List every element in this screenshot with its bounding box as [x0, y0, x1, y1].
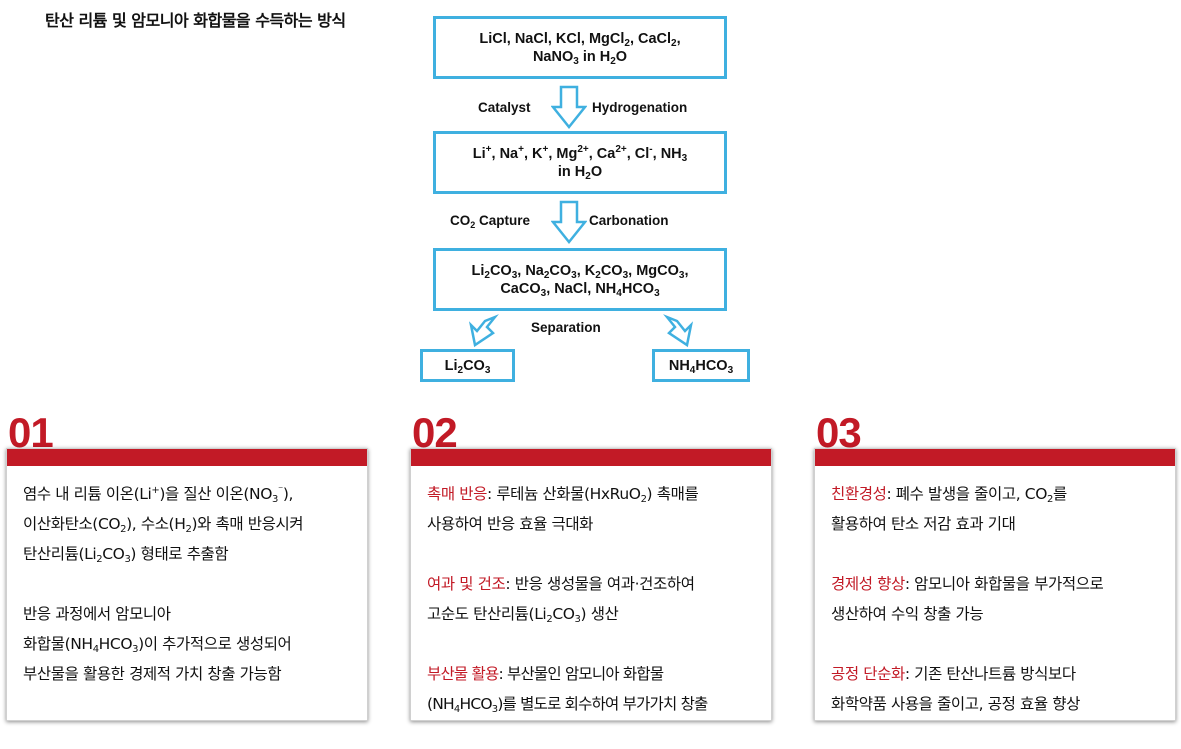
step2-right-label: Carbonation — [589, 213, 669, 228]
card-01-paragraph-2: 반응 과정에서 암모니아 화합물(NH4HCO3)이 추가적으로 생성되어 부산… — [23, 605, 292, 683]
card-02-item-byproduct: 부산물 활용: 부산물인 암모니아 화합물 (NH4HCO3)를 별도로 회수하… — [427, 665, 708, 715]
flow-box-output-nh4hco3: NH4HCO3 — [652, 349, 750, 382]
down-arrow-icon — [551, 200, 587, 244]
card-header-bar — [815, 449, 1175, 466]
card-header-bar — [411, 449, 771, 466]
card-number-03: 03 — [816, 409, 862, 456]
card-02: 촉매 반응: 루테늄 산화물(HxRuO2) 촉매를 사용하여 반응 효율 극대… — [410, 448, 772, 721]
box1-line2: NaNO3 in H2O — [532, 48, 628, 67]
card-03-item-eco: 친환경성: 폐수 발생을 줄이고, CO2를 활용하여 탄소 저감 효과 기대 — [831, 485, 1067, 533]
step3-label: Separation — [531, 320, 601, 335]
step2-left-label: CO2 Capture — [450, 213, 531, 230]
down-left-arrow-icon — [468, 314, 499, 348]
down-right-arrow-icon — [663, 314, 694, 348]
flow-box-output-li2co3: Li2CO3 — [420, 349, 515, 382]
down-arrow-icon — [551, 85, 587, 129]
box2-line2: in H2O — [557, 163, 603, 182]
card-03-item-simplify: 공정 단순화: 기존 탄산나트륨 방식보다 화학약품 사용을 줄이고, 공정 효… — [831, 665, 1080, 713]
card-number-01: 01 — [8, 409, 54, 456]
step1-right-label: Hydrogenation — [592, 100, 688, 115]
flow-box-input-salts: LiCl, NaCl, KCl, MgCl2, CaCl2, NaNO3 in … — [433, 16, 727, 79]
card-02-item-catalyst: 촉매 반응: 루테늄 산화물(HxRuO2) 촉매를 사용하여 반응 효율 극대… — [427, 485, 699, 533]
box3-line1: Li2CO3, Na2CO3, K2CO3, MgCO3, — [471, 262, 689, 281]
card-number-02: 02 — [412, 409, 458, 456]
card-01-paragraph-1: 염수 내 리튬 이온(Li+)을 질산 이온(NO3⁻), 이산화탄소(CO2)… — [23, 485, 304, 565]
card-header-bar — [7, 449, 367, 466]
box2-line1: Li+, Na+, K+, Mg2+, Ca2+, Cl-, NH3 — [472, 143, 688, 164]
box3-line2: CaCO3, NaCl, NH4HCO3 — [500, 280, 660, 299]
flow-box-ions: Li+, Na+, K+, Mg2+, Ca2+, Cl-, NH3 in H2… — [433, 131, 727, 194]
page-title: 탄산 리튬 및 암모니아 화합물을 수득하는 방식 — [45, 11, 346, 30]
box1-line1: LiCl, NaCl, KCl, MgCl2, CaCl2, — [479, 30, 681, 49]
card-02-item-filtration: 여과 및 건조: 반응 생성물을 여과·건조하여 고순도 탄산리튬(Li2CO3… — [427, 575, 695, 625]
step1-left-label: Catalyst — [478, 100, 531, 115]
card-01: 염수 내 리튬 이온(Li+)을 질산 이온(NO3⁻), 이산화탄소(CO2)… — [6, 448, 368, 721]
card-03-item-economy: 경제성 향상: 암모니아 화합물을 부가적으로 생산하여 수익 창출 가능 — [831, 575, 1104, 623]
flow-box-carbonates: Li2CO3, Na2CO3, K2CO3, MgCO3, CaCO3, NaC… — [433, 248, 727, 311]
card-03: 친환경성: 폐수 발생을 줄이고, CO2를 활용하여 탄소 저감 효과 기대 … — [814, 448, 1176, 721]
